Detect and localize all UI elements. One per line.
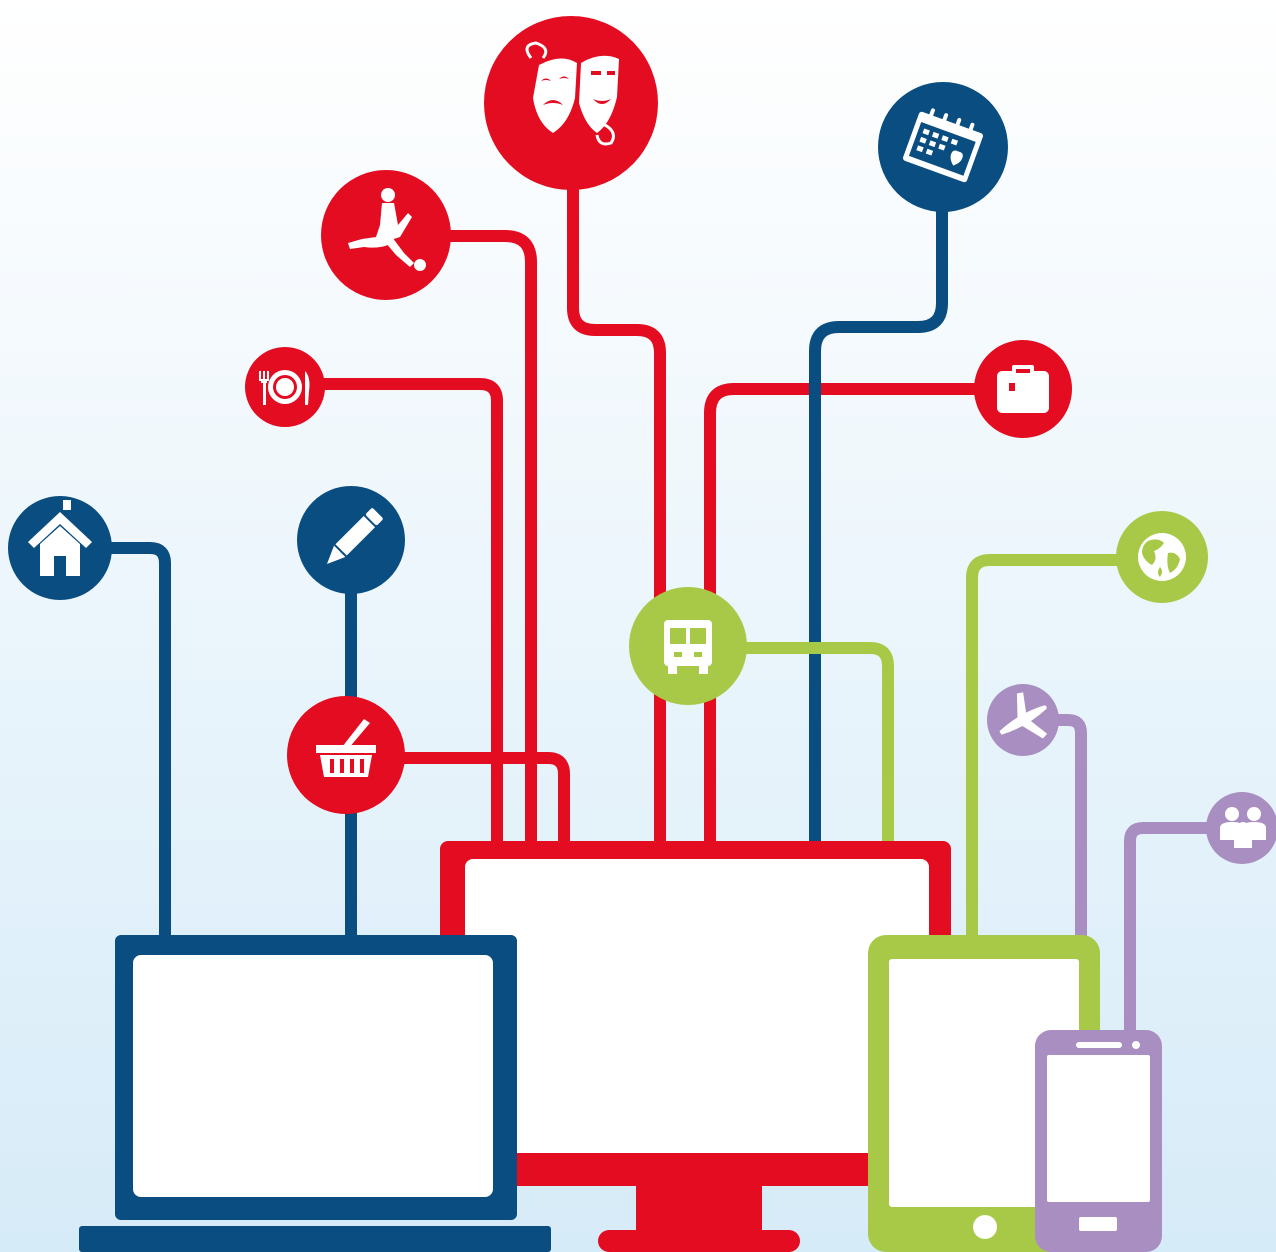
laptop-screen [133, 955, 493, 1197]
tablet-home-button [973, 1215, 997, 1239]
monitor-neck [636, 1186, 762, 1234]
phone-screen [1047, 1055, 1150, 1202]
monitor-base [598, 1230, 800, 1252]
phone-speaker [1076, 1042, 1122, 1048]
desktop-monitor [440, 841, 951, 1252]
connector-soccer [448, 230, 537, 846]
connector-airplane [1055, 714, 1087, 940]
calendar-heart-icon [878, 82, 1008, 212]
pencil-icon [297, 486, 405, 594]
connector-bus [740, 642, 894, 846]
monitor-screen [465, 859, 929, 1153]
briefcase-icon [974, 340, 1072, 438]
connector-home [108, 542, 171, 940]
airplane-icon [987, 684, 1059, 756]
theater-masks-icon [484, 16, 658, 190]
family-icon [1206, 792, 1276, 864]
home-icon [8, 496, 112, 600]
connector-lines [108, 180, 1215, 1036]
dining-plate-icon [245, 347, 325, 427]
phone-camera [1132, 1041, 1140, 1049]
shopping-basket-icon [287, 696, 405, 814]
connector-calendar [809, 208, 948, 846]
connector-theater [567, 180, 666, 846]
connector-basket [400, 752, 570, 846]
tablet-screen [889, 959, 1079, 1207]
phone-home-button [1079, 1217, 1117, 1231]
soccer-player-icon [321, 170, 451, 300]
connector-family [1124, 822, 1215, 1036]
bus-icon [629, 587, 747, 705]
laptop-keyboard-base [79, 1226, 551, 1252]
globe-icon [1116, 511, 1208, 603]
connector-globe [966, 554, 1118, 940]
connector-dining [322, 378, 503, 846]
connector-briefcase [704, 383, 980, 846]
laptop [79, 935, 551, 1252]
smartphone [1035, 1030, 1162, 1252]
